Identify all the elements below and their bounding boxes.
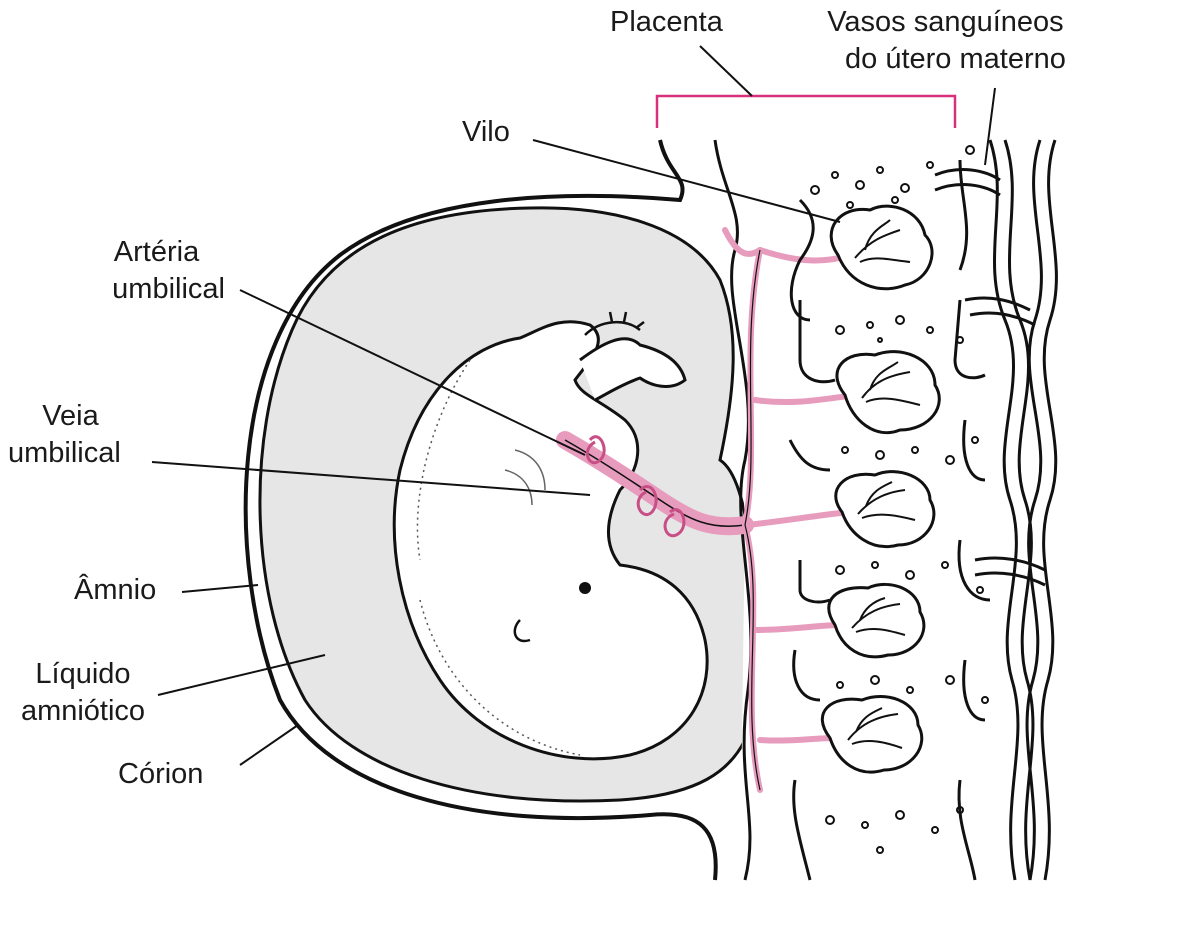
amniotic-fluid-label-line2: amniótico — [20, 695, 146, 727]
embryo-eye — [579, 582, 591, 594]
embryo-back-shading — [416, 359, 581, 756]
embryo-ribs — [504, 449, 546, 506]
villus-2 — [835, 350, 941, 435]
maternal-blood-vessels — [934, 139, 1058, 881]
villus-1 — [829, 204, 934, 291]
amniotic-fluid-label: Líquido amniótico — [8, 656, 158, 730]
maternal-vessels-label-line1: Vasos sanguíneos — [827, 6, 1064, 38]
embryo-ear — [513, 619, 531, 643]
embryo-body — [392, 320, 709, 761]
villi-branches — [847, 219, 921, 749]
placenta-label: Placenta — [610, 6, 723, 38]
villi — [820, 204, 941, 774]
chorion-label: Córion — [118, 758, 204, 790]
placenta-leader — [699, 45, 753, 97]
umbilical-vein-leader — [151, 461, 591, 496]
villus-leader — [532, 139, 841, 223]
maternal-vessels-label-line2: do útero materno — [845, 43, 1066, 75]
umbilical-vessel-tree-outline — [744, 249, 761, 791]
umbilical-artery-label: Artéria umbilical — [88, 234, 225, 308]
amniotic-fluid-label-line1: Líquido — [35, 658, 131, 690]
villus-label: Vilo — [462, 116, 510, 148]
maternal-septa — [788, 159, 991, 881]
placenta-bracket — [655, 94, 957, 128]
amniotic-fluid-leader — [157, 654, 326, 696]
umbilical-artery-label-line2: umbilical — [112, 273, 225, 305]
maternal-vessels-label: Vasos sanguíneos do útero materno — [825, 4, 1066, 78]
maternal-vessels-leader — [984, 87, 996, 166]
umbilical-cord-outline — [564, 439, 746, 527]
placenta-inner-wall — [713, 139, 753, 881]
umbilical-artery-label-line1: Artéria — [113, 236, 200, 268]
chorion-membrane — [243, 139, 718, 881]
umbilical-vein-label: Veia umbilical — [8, 398, 133, 472]
maternal-blood-speckles — [810, 145, 989, 854]
umbilical-artery-leader — [239, 289, 586, 456]
embryo-hand — [584, 311, 645, 336]
umbilical-vein-label-line1: Veia — [42, 400, 99, 432]
villus-4 — [827, 582, 926, 659]
embryo-limb — [579, 337, 687, 402]
umbilical-vein-label-line2: umbilical — [8, 437, 121, 469]
amnion-leader — [181, 584, 259, 593]
villus-3 — [834, 470, 936, 548]
umbilical-artery-coil — [585, 435, 686, 538]
amnion-label: Âmnio — [74, 574, 157, 606]
leader-lines — [151, 45, 996, 766]
chorion-leader — [239, 724, 299, 766]
villus-5 — [820, 695, 924, 774]
